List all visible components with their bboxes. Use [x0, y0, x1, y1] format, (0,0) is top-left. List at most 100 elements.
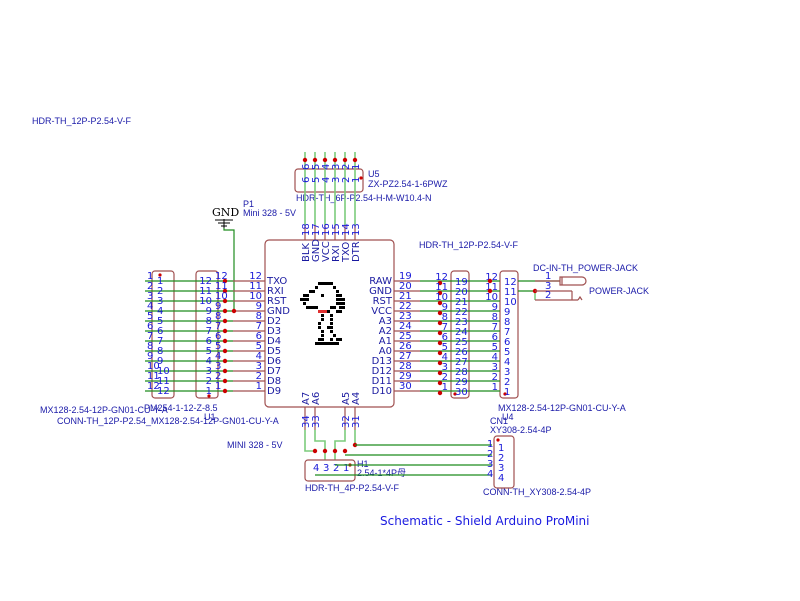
u1-pin-number: 5: [206, 346, 212, 357]
chip-pin-number: 26: [399, 341, 412, 352]
chip-signal-left: TXO: [266, 276, 287, 287]
schematic-title: Schematic - Shield Arduino ProMini: [380, 514, 589, 528]
left-connector-u1: [195, 270, 219, 399]
cn1-inner-number: 1: [498, 443, 504, 454]
u4-pin-number: 1: [492, 382, 498, 393]
outer-pin-number: 5: [147, 311, 153, 322]
junction-dot: [322, 448, 328, 454]
hdr-inner-number: 22: [455, 307, 468, 318]
u5-pin-number: 4: [321, 164, 332, 170]
junction-dot: [437, 280, 443, 286]
power-jack-symbol: [559, 276, 587, 286]
junction-dot: [302, 157, 308, 163]
junction-dot: [437, 390, 443, 396]
p1-ref: P1: [243, 199, 254, 209]
outer-pin-number: 11: [147, 371, 160, 382]
h1-pin-number: 3: [323, 463, 329, 474]
pin1-marker: [453, 392, 457, 396]
chip-pin-number: 30: [399, 381, 412, 392]
u5-pin-number: 6: [301, 164, 312, 170]
pin1-marker: [158, 273, 162, 277]
chip-signal-bottom: A4: [351, 392, 362, 405]
junction-dot: [437, 340, 443, 346]
pin1-marker: [207, 394, 211, 398]
junction-dot: [437, 290, 443, 296]
outer-pin-number: 9: [147, 351, 153, 362]
h1-connector: [304, 459, 356, 482]
chip-signal-top: DTR: [351, 241, 362, 262]
cn1-inner-number: 4: [498, 473, 504, 484]
chip-pin-number: 33: [311, 415, 322, 428]
junction-dot: [322, 157, 328, 163]
u4-inner-number: 10: [504, 297, 517, 308]
u4-inner-number: 9: [504, 307, 510, 318]
chip-pin-number: 3: [256, 361, 262, 372]
outer-inner-number: 6: [157, 326, 163, 337]
u4-pin-number: 4: [492, 352, 498, 363]
hdr-inner-number: 30: [455, 387, 468, 398]
hdr-inner-number: 27: [455, 357, 468, 368]
cn1-pin-number: 2: [487, 449, 493, 460]
junction-dot: [222, 328, 228, 334]
junction-dot: [222, 288, 228, 294]
h1-footprint: HDR-TH_4P-P2.54-V-F: [305, 483, 400, 493]
left-pm: PM254-1-12-Z-8.5: [144, 403, 218, 413]
u5-footprint: HDR-TH_6P-P2.54-H-M-W10.4-N: [296, 193, 432, 203]
junction-dot: [332, 448, 338, 454]
outer-inner-number: 7: [157, 336, 163, 347]
junction-dot: [342, 157, 348, 163]
outer-pin-number: 12: [147, 381, 160, 392]
hdr-inner-number: 29: [455, 377, 468, 388]
chip-signal-left: D2: [267, 316, 281, 327]
left-footprint: CONN-TH_12P-P2.54_MX128-2.54-12P-GN01-CU…: [57, 416, 279, 426]
chip-pin-number: 28: [399, 361, 412, 372]
u1-side-number: 6: [215, 331, 221, 342]
u4-pin-number: 6: [492, 332, 498, 343]
hdr-inner-number: 20: [455, 287, 468, 298]
chip-pin-number: 34: [301, 415, 312, 428]
outer-pin-number: 4: [147, 301, 153, 312]
u1-pin-number: 12: [199, 276, 212, 287]
u5-connector: [294, 168, 364, 193]
u1-side-number: 4: [215, 351, 221, 362]
u4-inner-number: 5: [504, 347, 510, 358]
arduino-promini-chip: [264, 239, 395, 408]
hdr-pin-number: 12: [435, 272, 448, 283]
mini-label: MINI 328 - 5V: [227, 440, 283, 450]
chip-pin-number: 24: [399, 321, 412, 332]
u4-pin-number: 5: [492, 342, 498, 353]
junction-dot: [437, 360, 443, 366]
pin1-marker: [359, 176, 363, 180]
u4-inner-number: 7: [504, 327, 510, 338]
junction-dot: [437, 330, 443, 336]
chip-pin-number: 12: [249, 271, 262, 282]
cn1-pin-number: 4: [487, 469, 493, 480]
hdr-inner-number: 21: [455, 297, 468, 308]
hdr-inner-number: 26: [455, 347, 468, 358]
u5-inner-number: 1: [351, 177, 362, 183]
u4-inner-number: 4: [504, 357, 510, 368]
cn1-ref: CN1: [490, 416, 508, 426]
chip-signal-left: D3: [267, 326, 281, 337]
chip-pin-number: 10: [249, 291, 262, 302]
chip-pin-number: 27: [399, 351, 412, 362]
junction-dot: [222, 358, 228, 364]
h1-value: 2.54-1*4P母: [357, 468, 406, 478]
chip-signal-top: VCC: [321, 241, 332, 262]
junction-dot: [437, 350, 443, 356]
u1-side-number: 2: [215, 371, 221, 382]
u4-pin-number: 10: [485, 292, 498, 303]
u4-pin-number: 2: [492, 372, 498, 383]
chip-pin-number: 7: [256, 321, 262, 332]
hdr-pin-number: 3: [442, 362, 448, 373]
junction-dot: [312, 448, 318, 454]
u4-inner-number: 1: [504, 387, 510, 398]
chip-signal-left: RXI: [267, 286, 284, 297]
u1-side-number: 7: [215, 321, 221, 332]
hdr-inner-number: 23: [455, 317, 468, 328]
outer-inner-number: 3: [157, 296, 163, 307]
left-connector-outer: [151, 270, 175, 399]
cn1-connector: [493, 435, 515, 489]
chip-signal-right: VCC: [371, 306, 392, 317]
outer-inner-number: 12: [157, 386, 170, 397]
